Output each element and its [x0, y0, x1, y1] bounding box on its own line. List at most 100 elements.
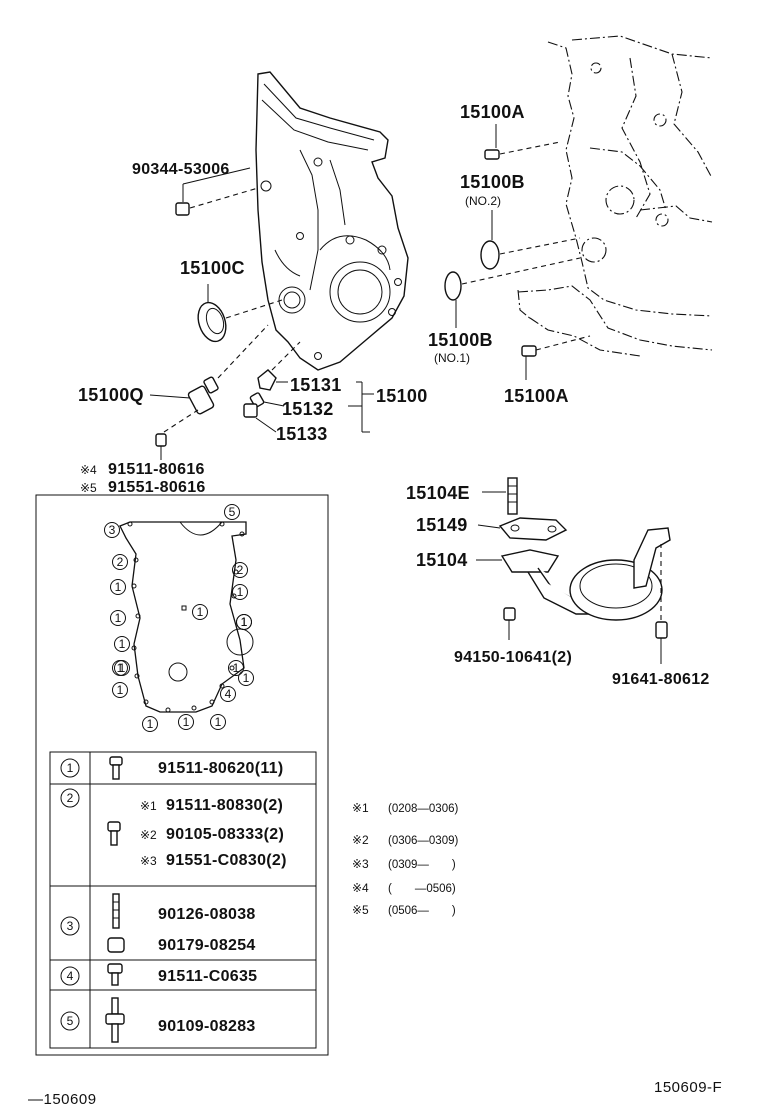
gasket-callout: 1 [110, 610, 126, 626]
oil-strainer-illustration [476, 477, 671, 664]
oil-seal-15100C [197, 284, 283, 343]
callout-circle [104, 522, 120, 538]
callout-number: 1 [117, 683, 124, 697]
key-circle [60, 788, 80, 808]
label-15100A-bottom: 15100A [504, 386, 569, 406]
stud-bolt-icon [105, 997, 125, 1043]
callout-circle [224, 504, 240, 520]
note-line: ※3(0309— ) [352, 857, 456, 871]
part-labels: 90344-53006 15100C 15100Q 15131 15132 15… [78, 102, 710, 688]
o-ring-15100B-no1 [444, 257, 581, 328]
key-number: 5 [67, 1014, 74, 1028]
gasket-callout: 1 [114, 660, 130, 676]
nut-icon [107, 937, 125, 953]
note-line: ※2 (0306—0309) [352, 833, 458, 847]
callout-circle [178, 714, 194, 730]
callout-number: 5 [229, 505, 236, 519]
stud-icon [112, 893, 120, 929]
label-15100B-bottom: 15100B [428, 330, 493, 350]
table-part-number: 90109-08283 [158, 1018, 256, 1035]
gasket-callout: 1 [192, 604, 208, 620]
callout-number: 1 [115, 611, 122, 625]
note-line: ※1(0208—0306) [352, 801, 458, 815]
note-range: (0306—0309) [388, 835, 458, 847]
gasket-callout: 1 [112, 682, 128, 698]
callout-number: 1 [215, 715, 222, 729]
table-part-number: 91511-80620(11) [158, 760, 284, 777]
table-mark: ※3 [140, 854, 157, 868]
callout-circle [142, 716, 158, 732]
mark-4: ※4 [80, 463, 97, 477]
relief-valve-parts [243, 341, 374, 433]
callout-circle [192, 604, 208, 620]
callout-number: 2 [237, 563, 244, 577]
label-15133: 15133 [276, 424, 328, 444]
callout-circle [228, 660, 244, 676]
callout-circle [236, 614, 252, 630]
callout-circle [238, 670, 254, 686]
o-ring-15100B-no2 [480, 210, 581, 270]
callout-circle [220, 686, 236, 702]
table-mark: ※1 [140, 799, 157, 813]
label-15104: 15104 [416, 550, 468, 570]
label-90344: 90344-53006 [132, 161, 230, 178]
gasket-callout: 1 [178, 714, 194, 730]
key-circle [60, 1011, 80, 1031]
callout-number: 1 [233, 661, 240, 675]
table-row-key: 5 [60, 1011, 80, 1031]
callout-circle [112, 682, 128, 698]
table-part-number: 90105-08333(2) [166, 826, 284, 843]
callout-circle [110, 610, 126, 626]
callout-number: 1 [237, 585, 244, 599]
gasket-callout: 3 [104, 522, 120, 538]
note-range: (0208—0306) [388, 803, 458, 815]
key-circle [60, 758, 80, 778]
table-row-key: 4 [60, 966, 80, 986]
table-row-key: 2 [60, 788, 80, 808]
label-15100B-top: 15100B [460, 172, 525, 192]
callout-circle [110, 579, 126, 595]
note-mark: ※5 [352, 903, 369, 917]
note-range: ( —0506) [388, 883, 456, 895]
callout-number: 1 [115, 580, 122, 594]
dowel-15100A-top [484, 124, 561, 160]
note-mark: ※2 [352, 833, 369, 847]
label-15149: 15149 [416, 515, 468, 535]
dowel-15100A-bottom [521, 335, 591, 380]
callout-number: 3 [109, 523, 116, 537]
footer-left-code: —150609 [28, 1091, 97, 1108]
gasket-callout: 2 [232, 562, 248, 578]
gasket-callout: 1 [142, 716, 158, 732]
bolt-icon [109, 756, 123, 780]
table-part-number: 90126-08038 [158, 906, 256, 923]
callout-circle [232, 584, 248, 600]
footer-right-code: 150609-F [654, 1079, 722, 1096]
label-15104E: 15104E [406, 483, 470, 503]
gasket-callout: 1 [228, 660, 244, 676]
callout-number: 1 [241, 615, 248, 629]
note-range: (0309— ) [388, 859, 456, 871]
key-number: 3 [67, 919, 74, 933]
label-15100B-bottom-sub: (NO.1) [434, 351, 470, 365]
callout-number: 1 [197, 605, 204, 619]
label-91641: 91641-80612 [612, 671, 710, 688]
gasket-callout: 1 [236, 614, 252, 630]
gasket-callout: 1 [238, 670, 254, 686]
bolt-layout-panel [35, 494, 329, 1056]
gasket-callout: 1 [110, 579, 126, 595]
key-circle [60, 916, 80, 936]
label-15131: 15131 [290, 375, 342, 395]
note-line: ※5(0506— ) [352, 903, 456, 917]
nut-90344 [175, 167, 259, 216]
note-line: ※4( —0506) [352, 881, 456, 895]
callout-number: 1 [241, 615, 248, 629]
gasket-callout: 1 [114, 636, 130, 652]
key-number: 4 [67, 969, 74, 983]
table-row-key: 1 [60, 758, 80, 778]
table-part-number: 91511-80830(2) [166, 797, 283, 814]
gasket-callout: 4 [220, 686, 236, 702]
label-15100A-top: 15100A [460, 102, 525, 122]
